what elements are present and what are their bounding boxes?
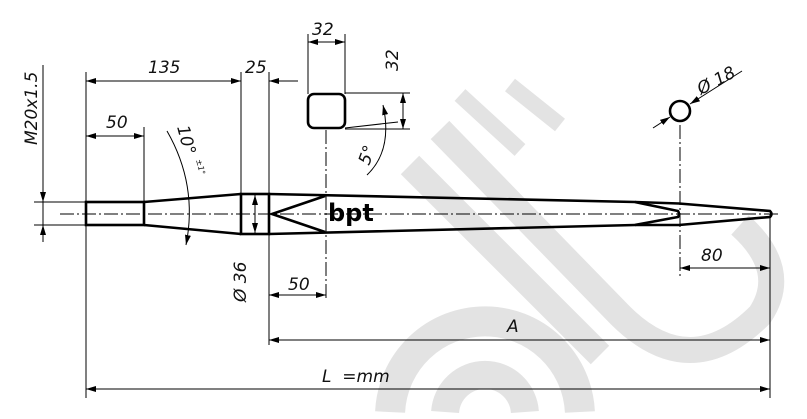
section-height: 32 [383, 49, 403, 71]
tip-diameter: Ø 18 [693, 63, 739, 100]
logo-text: bpt [328, 199, 374, 227]
collar-diameter: Ø 36 [231, 261, 251, 303]
dim-50-body: 50 [288, 275, 310, 295]
dim-135: 135 [148, 58, 180, 78]
section-width: 32 [312, 20, 334, 40]
dim-25: 25 [245, 58, 267, 78]
dim-50-thread: 50 [106, 113, 128, 133]
angle-tolerance: ±1° [194, 158, 207, 176]
dim-L: L =mm [322, 367, 390, 387]
dim-A: A [506, 317, 519, 337]
dim-80: 80 [701, 246, 723, 266]
thread-label: M20x1.5 [22, 72, 42, 145]
tip-section [668, 99, 692, 123]
fork-tine-outline [60, 192, 780, 236]
square-section [306, 92, 347, 130]
angle-taper: 10° [172, 123, 199, 157]
